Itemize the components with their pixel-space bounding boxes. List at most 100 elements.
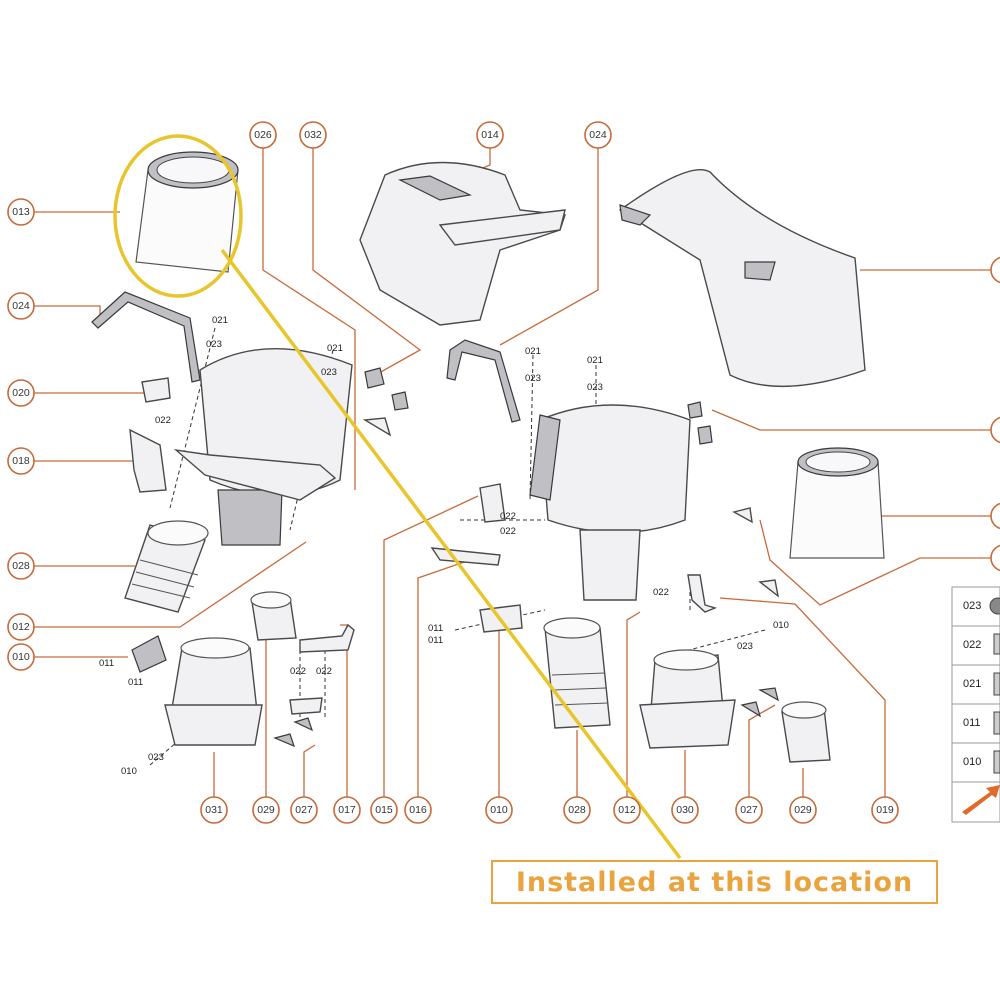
- callout-013: 013: [7, 198, 35, 226]
- legend-icon-022: [993, 633, 1000, 655]
- clip-020-part: [141, 377, 171, 403]
- callout-020: 020: [7, 379, 35, 407]
- svg-text:014: 014: [481, 129, 499, 141]
- svg-text:010: 010: [12, 651, 30, 663]
- clip-part-h: [758, 579, 780, 598]
- callout-cut-right-4: [990, 544, 1000, 572]
- plug-part-b: [391, 391, 409, 411]
- center-housing-part: [529, 404, 691, 601]
- svg-text:010: 010: [490, 804, 508, 816]
- callout-cut-right-1: [990, 256, 1000, 284]
- plug-part-a: [364, 367, 385, 389]
- part-label: 010: [773, 620, 789, 631]
- legend-icon-023: [989, 597, 1000, 615]
- plug-part-e: [697, 425, 713, 445]
- callout-031: 031: [200, 796, 228, 824]
- part-label: 023: [321, 367, 337, 378]
- highlight: [113, 134, 682, 860]
- part-label: 011: [428, 623, 443, 634]
- bracket-022-part: [289, 697, 323, 715]
- callout-026: 026: [249, 121, 277, 149]
- svg-text:015: 015: [375, 804, 393, 816]
- plate-018-part: [129, 428, 167, 493]
- highlight-circle: [113, 134, 243, 298]
- svg-text:028: 028: [568, 804, 586, 816]
- legend-icon-021: [993, 672, 1000, 696]
- svg-text:030: 030: [676, 804, 694, 816]
- hose-028-center-part: [543, 617, 611, 729]
- svg-text:012: 012: [12, 621, 30, 633]
- callout-010-left: 010: [7, 643, 35, 671]
- legend-row-label: 022: [963, 639, 981, 651]
- clip-part-f: [732, 507, 753, 524]
- clip-027-right-b: [758, 687, 779, 702]
- part-label: 021: [212, 315, 228, 326]
- part-label: 021: [327, 343, 343, 354]
- svg-text:016: 016: [409, 804, 427, 816]
- hood-014-part: [359, 161, 566, 326]
- callout-027-right: 027: [735, 796, 763, 824]
- clip-part-g: [687, 574, 718, 613]
- callout-024-left: 024: [7, 292, 35, 320]
- part-label: 022: [500, 526, 516, 537]
- highlight-pointer-line: [220, 248, 682, 860]
- ring-029-left-part: [250, 591, 297, 641]
- svg-text:020: 020: [12, 387, 30, 399]
- callouts: 013 024 020 018 028 012 010 026 032 014 …: [7, 121, 1000, 824]
- part-label: 023: [587, 382, 603, 393]
- part-label: 023: [206, 339, 222, 350]
- svg-text:029: 029: [257, 804, 275, 816]
- body-019-part: [618, 168, 866, 387]
- svg-text:017: 017: [338, 804, 356, 816]
- plug-part-d: [687, 401, 703, 419]
- svg-text:026: 026: [254, 129, 272, 141]
- callout-018: 018: [7, 447, 35, 475]
- hose-028-left-part: [124, 520, 209, 613]
- svg-text:012: 012: [618, 804, 636, 816]
- part-label: 022: [155, 415, 171, 426]
- clip-027-left-b: [293, 717, 314, 732]
- part-label: 011: [128, 677, 143, 688]
- bracket-024-part: [91, 291, 201, 383]
- part-label: 023: [737, 641, 753, 652]
- part-label: 022: [316, 666, 332, 677]
- callout-029-left: 029: [252, 796, 280, 824]
- callout-cut-right-3: [990, 502, 1000, 530]
- svg-text:018: 018: [12, 455, 30, 467]
- legend-icon-011: [993, 711, 1000, 735]
- legend-row-label: 011: [963, 717, 981, 729]
- ring-029-right-part: [781, 701, 831, 763]
- svg-text:027: 027: [740, 804, 758, 816]
- callout-029-right: 029: [789, 796, 817, 824]
- svg-text:024: 024: [589, 129, 607, 141]
- part-label: 022: [290, 666, 306, 677]
- callout-016: 016: [404, 796, 432, 824]
- callout-028-bottom: 028: [563, 796, 591, 824]
- svg-text:019: 019: [876, 804, 894, 816]
- clip-part-c: [362, 417, 392, 437]
- filter-013-part: [135, 151, 239, 273]
- callout-cut-right-2: [990, 416, 1000, 444]
- part-label: 023: [148, 752, 164, 763]
- callout-027-left: 027: [290, 796, 318, 824]
- part-label: 010: [121, 766, 137, 777]
- part-label: 021: [587, 355, 603, 366]
- svg-text:032: 032: [304, 129, 322, 141]
- bracket-016-part: [430, 547, 501, 566]
- bracket-015-part: [479, 483, 506, 523]
- svg-text:031: 031: [205, 804, 223, 816]
- callout-028-left: 028: [7, 552, 35, 580]
- legend-table: 023 022 021 011 010: [951, 586, 1000, 823]
- callout-015: 015: [370, 796, 398, 824]
- part-label: 021: [525, 346, 541, 357]
- svg-text:029: 029: [794, 804, 812, 816]
- svg-text:028: 028: [12, 560, 30, 572]
- svg-text:027: 027: [295, 804, 313, 816]
- part-label: 022: [500, 511, 516, 522]
- parts: [91, 151, 885, 763]
- callout-030: 030: [671, 796, 699, 824]
- legend-row-label: 010: [963, 756, 981, 768]
- bracket-024-center-part: [446, 339, 521, 423]
- callout-014: 014: [476, 121, 504, 149]
- installed-location-text: Installed at this location: [515, 866, 914, 898]
